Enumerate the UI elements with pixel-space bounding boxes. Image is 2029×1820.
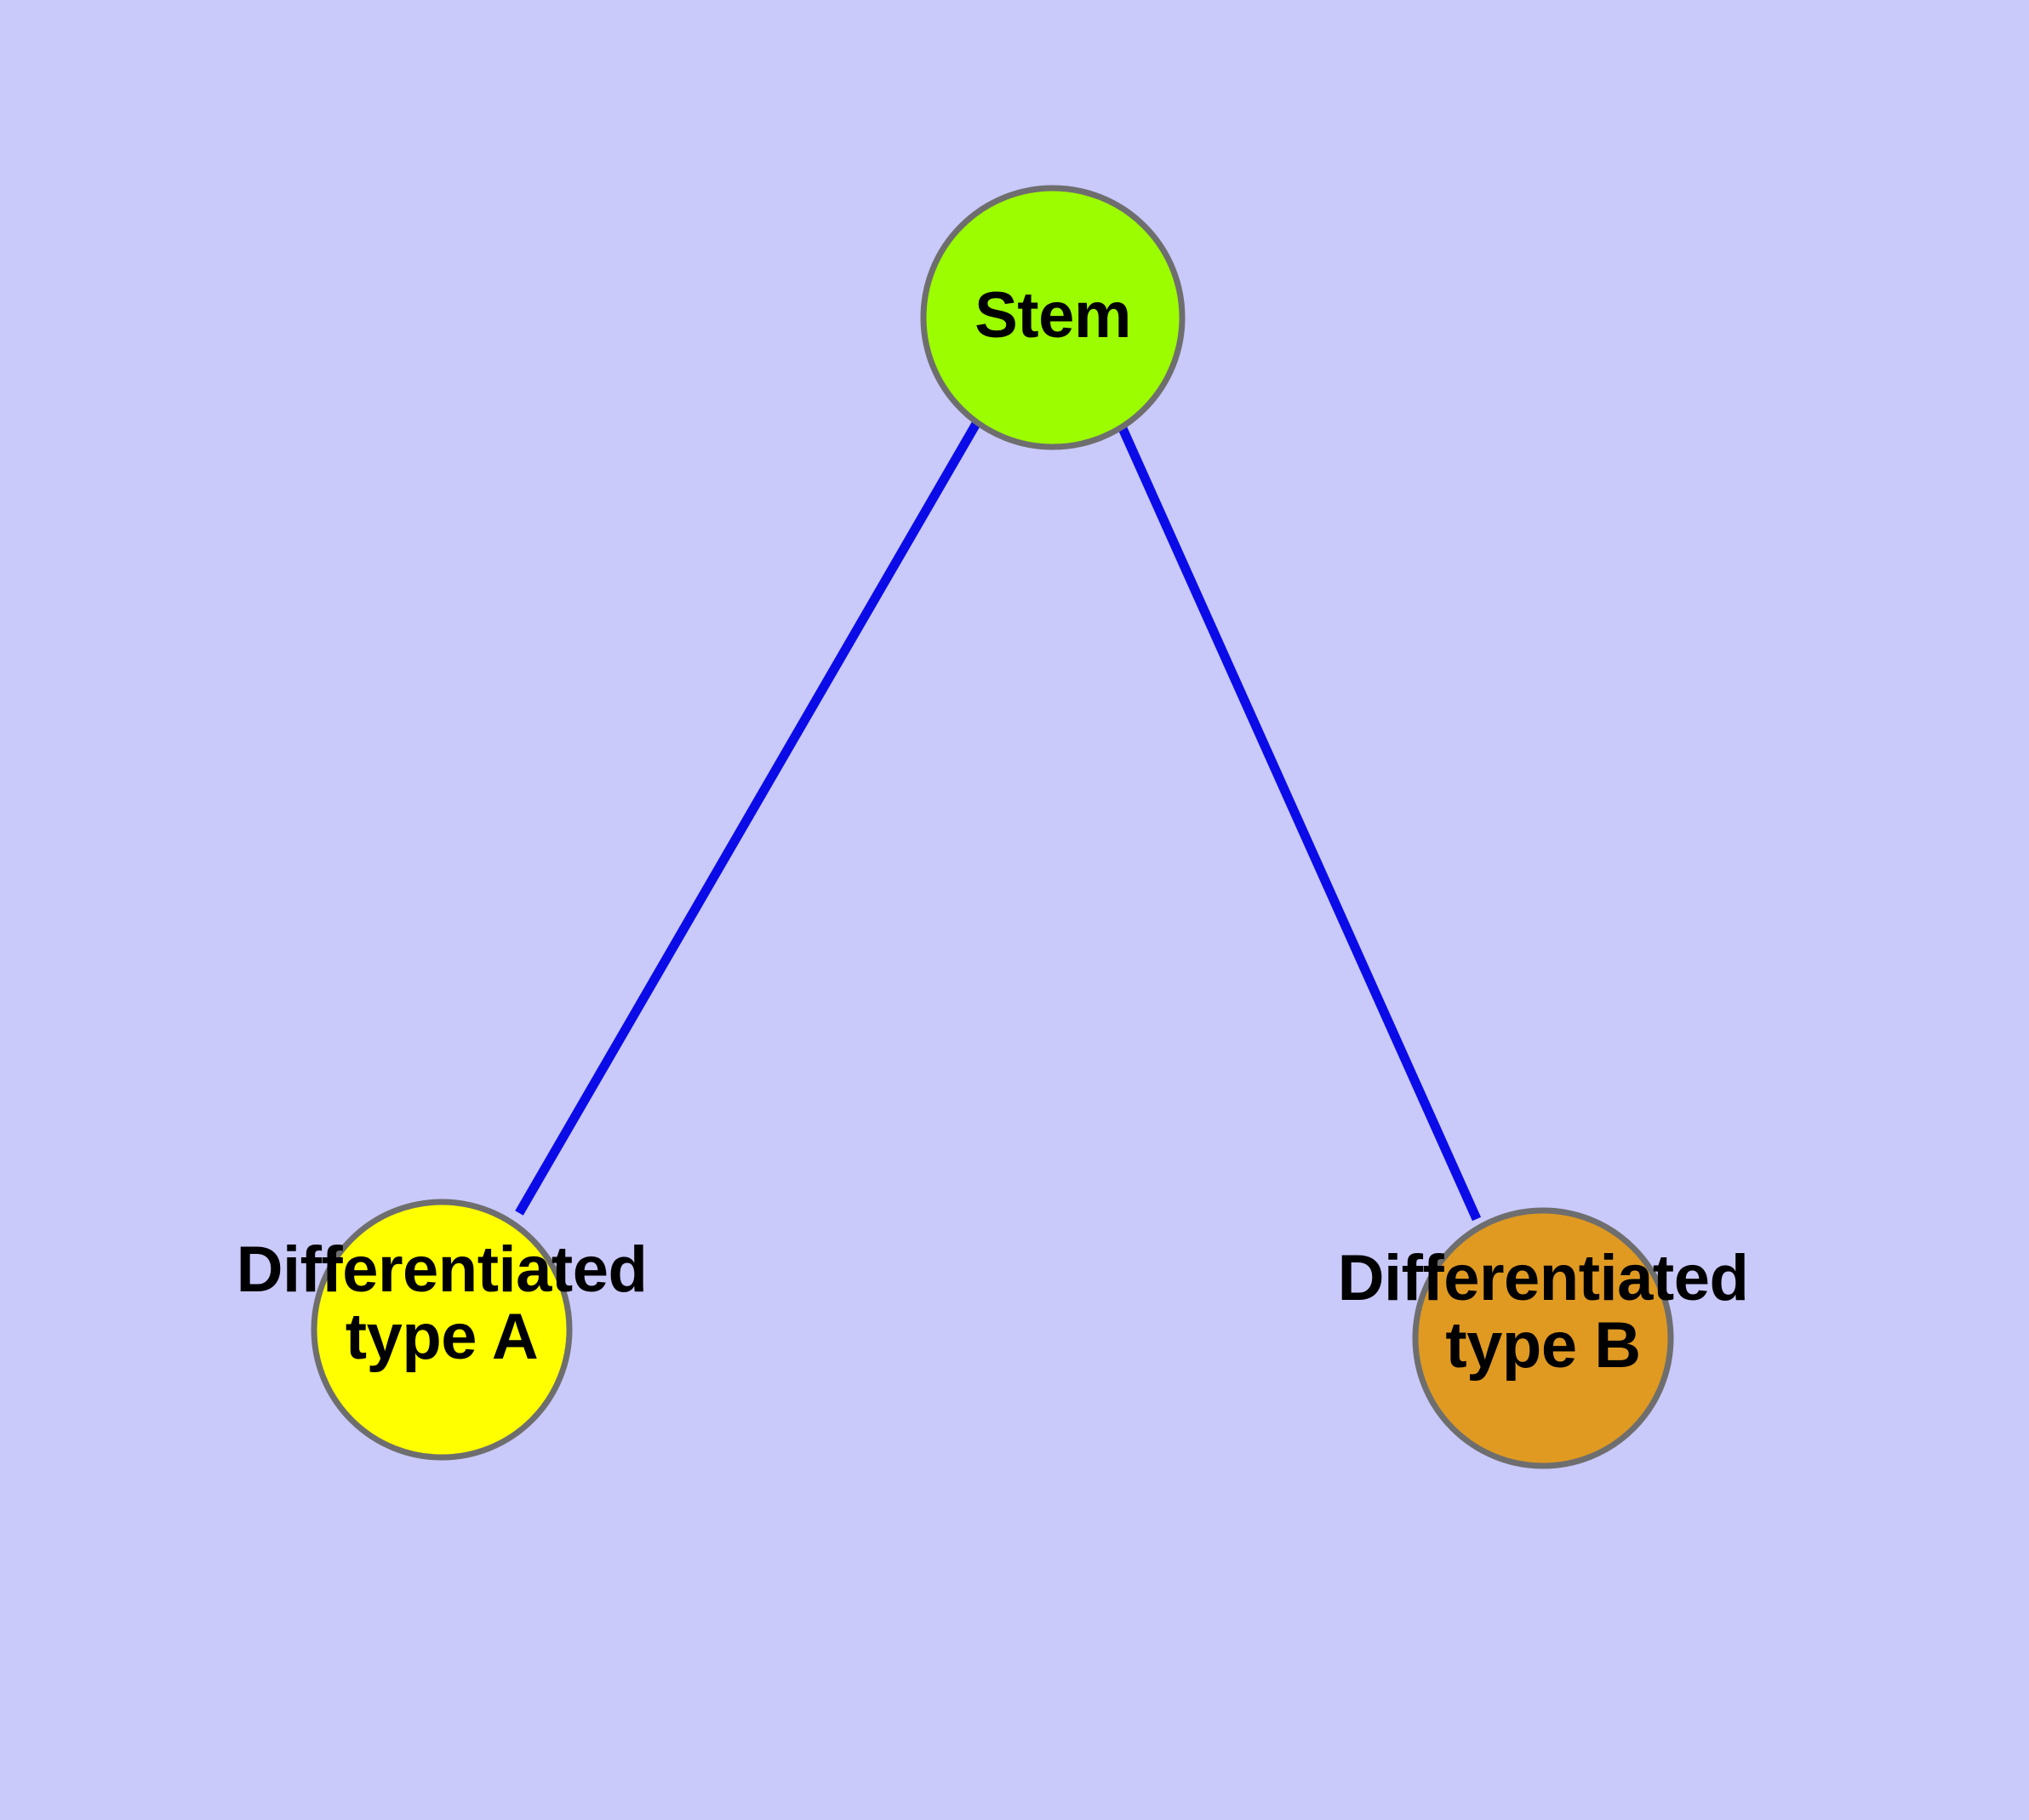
node-diff-a-circle[interactable] bbox=[311, 1199, 573, 1461]
edge-stem-diff-a[interactable] bbox=[515, 420, 981, 1216]
node-stem-circle[interactable] bbox=[920, 185, 1186, 450]
node-layer bbox=[311, 185, 1674, 1469]
edge-stem-diff-b[interactable] bbox=[1117, 424, 1482, 1222]
edge-layer bbox=[515, 420, 1482, 1222]
node-diff-b-circle[interactable] bbox=[1412, 1207, 1674, 1469]
